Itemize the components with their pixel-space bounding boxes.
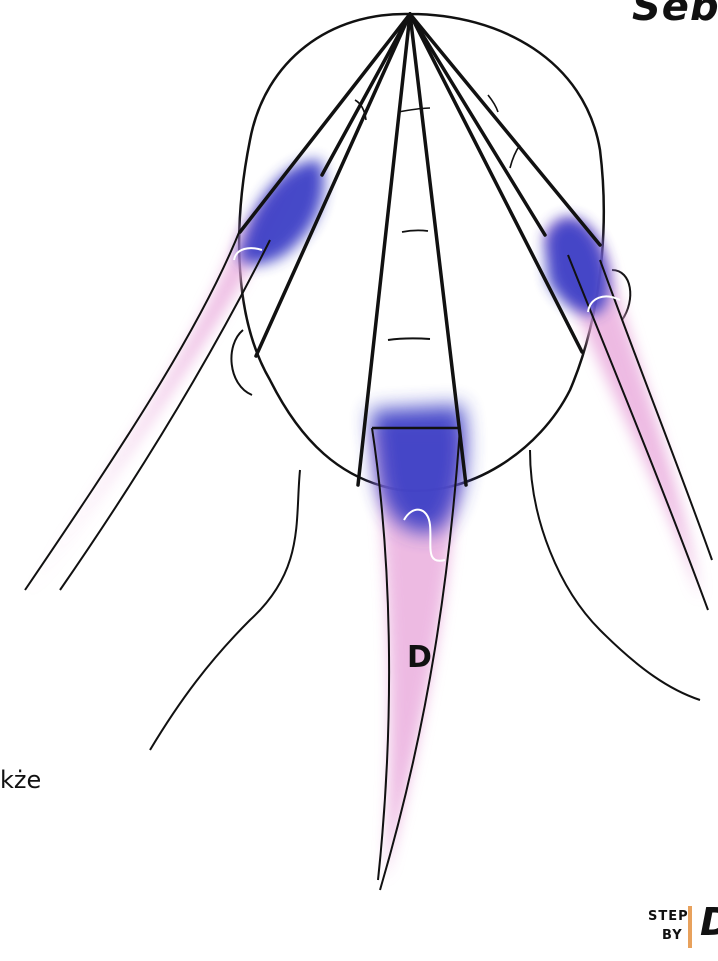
step-by-step-logo: STEP BY D [648, 906, 718, 950]
strand-right [545, 218, 712, 611]
text-fragment: kże [0, 766, 41, 794]
left-ear [231, 330, 252, 395]
logo-line-2: BY [662, 928, 683, 943]
neck-left-outline [150, 470, 300, 750]
logo-line-1: STEP [648, 909, 689, 924]
logo-divider [688, 906, 692, 948]
title-fragment: Sebt [632, 0, 718, 30]
logo-mark: D [700, 900, 718, 944]
section-label-d: D [407, 640, 432, 675]
